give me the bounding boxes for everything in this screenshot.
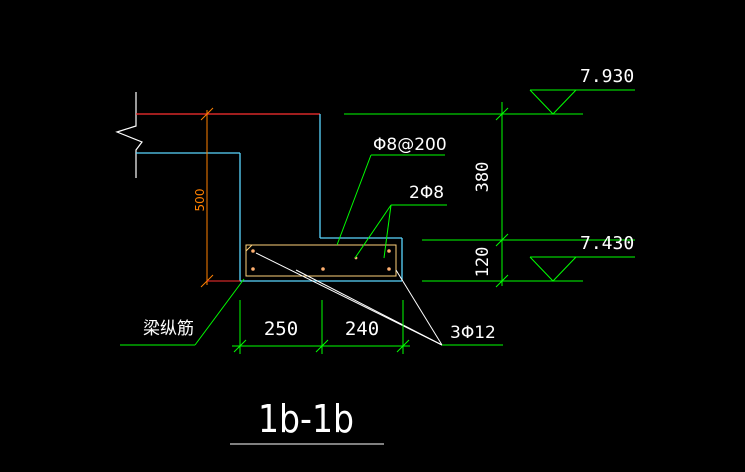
bottom-bars-leader	[255, 252, 443, 346]
top-bars-label: 2Φ8	[409, 183, 444, 203]
elevation-top-label: 7.930	[580, 66, 634, 87]
dimension-chain-right	[344, 102, 635, 288]
dimension-500: 500	[193, 107, 240, 288]
beam-longitudinal-leader	[120, 278, 245, 346]
dim-240-label: 240	[345, 318, 379, 340]
dimension-chain-bottom	[232, 300, 410, 354]
bottom-bars-label: 3Φ12	[450, 323, 496, 343]
elevation-bottom-label: 7.430	[580, 233, 634, 254]
rebar-cage	[245, 244, 397, 277]
section-title: 1b-1b	[258, 397, 354, 441]
break-line	[115, 92, 143, 178]
rebar-dot	[387, 267, 391, 271]
dim-120-label: 120	[473, 247, 493, 278]
stirrup-label: Φ8@200	[373, 135, 447, 155]
elevation-marker-top	[529, 89, 635, 115]
top-bars-leader	[354, 204, 447, 259]
dim-380-label: 380	[473, 162, 493, 193]
stirrup-leader	[336, 154, 445, 246]
rebar-dot	[251, 249, 255, 253]
dim-500-label: 500	[193, 189, 207, 212]
rebar-dot	[321, 267, 325, 271]
elevation-marker-bottom	[529, 256, 635, 282]
rebar-dot	[387, 249, 391, 253]
section-outline	[136, 114, 403, 282]
dim-250-label: 250	[264, 318, 298, 340]
beam-longitudinal-label: 梁纵筋	[143, 319, 194, 339]
rebar-dot	[251, 267, 255, 271]
stirrup-outline	[245, 244, 397, 277]
